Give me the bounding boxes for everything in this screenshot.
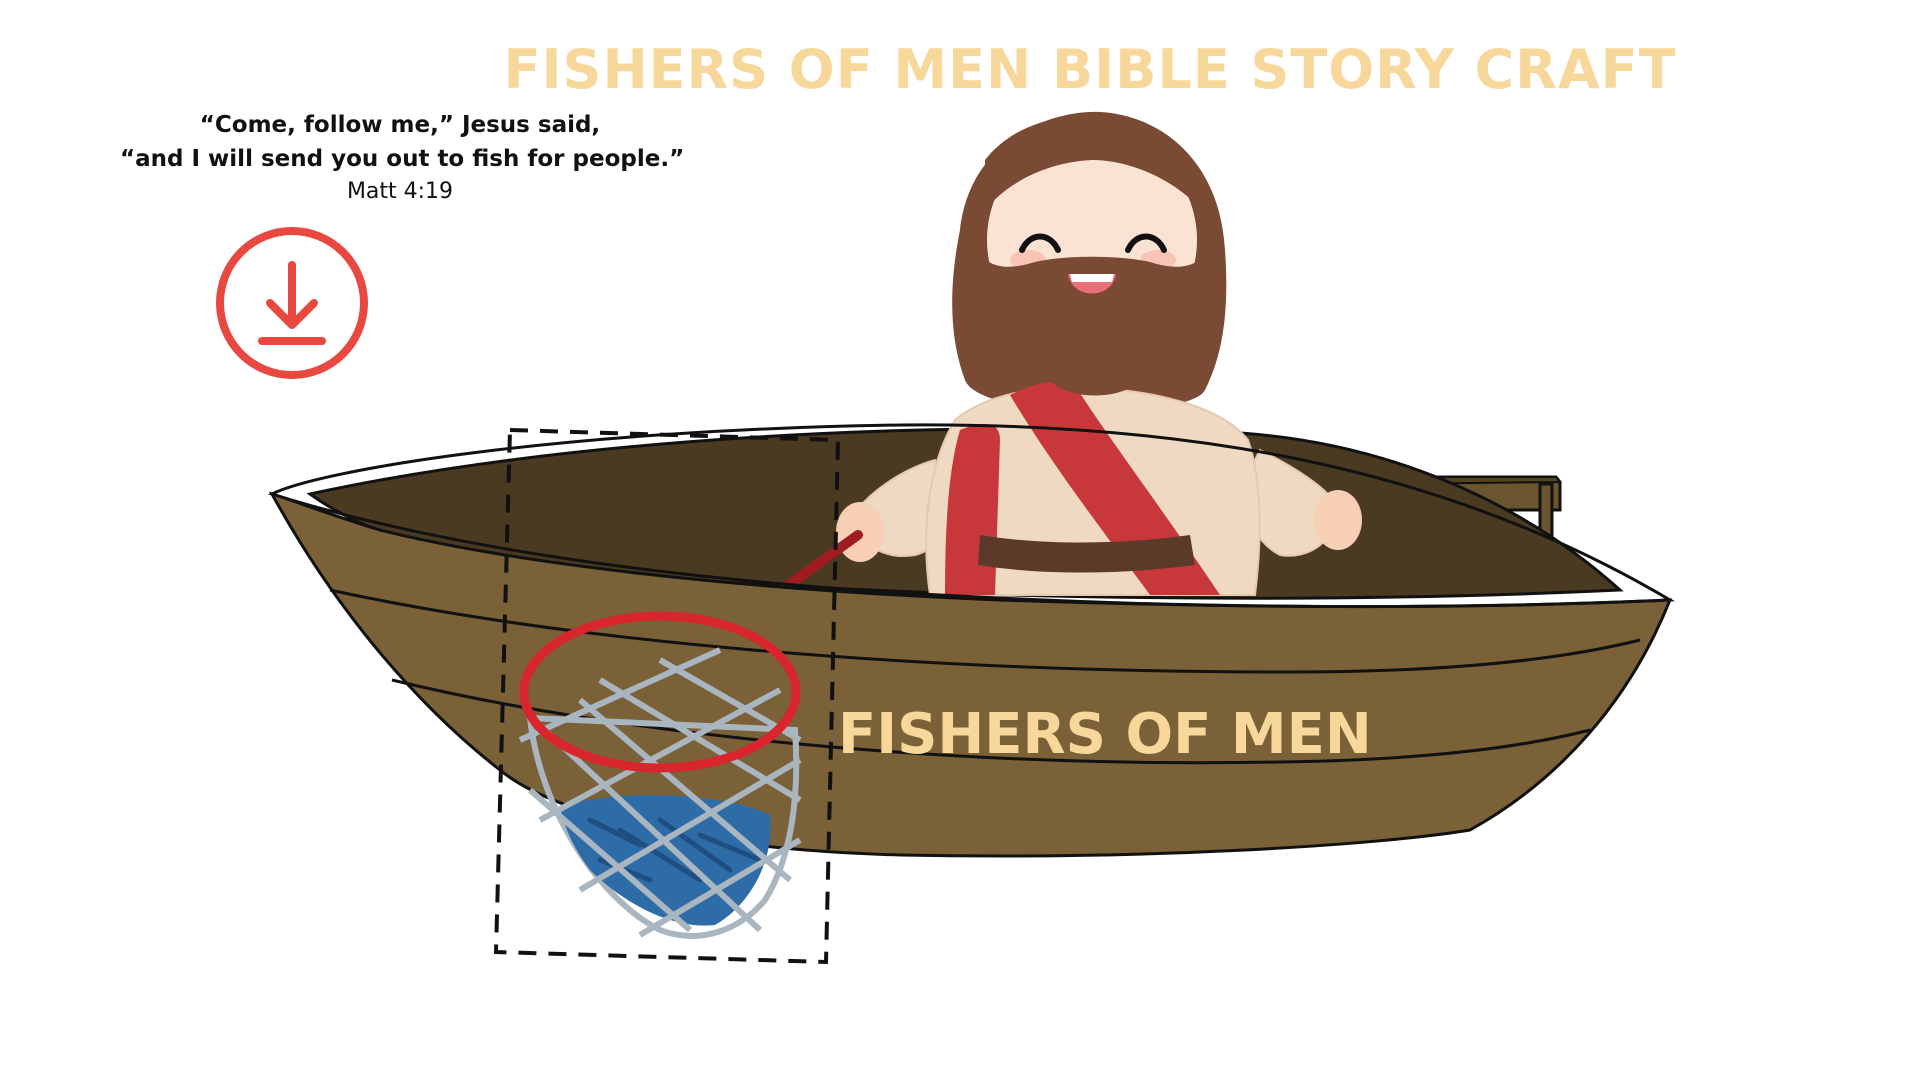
boat-hull — [268, 491, 1673, 858]
boat-interior — [306, 427, 1624, 600]
boat-plank-line — [329, 588, 1641, 674]
cut-line — [493, 427, 841, 965]
verse-line-2: “and I will send you out to fish for peo… — [120, 146, 685, 172]
verse-line-1: “Come, follow me,” Jesus said, — [199, 112, 601, 138]
verse-reference: Matt 4:19 — [346, 179, 454, 204]
oar — [1376, 475, 1563, 546]
jesus-figure — [836, 111, 1362, 596]
boat-label: FISHERS OF MEN — [838, 702, 1372, 767]
download-icon — [216, 227, 368, 379]
fishing-net — [518, 611, 802, 939]
download-button[interactable] — [214, 225, 370, 381]
net-handle — [735, 530, 863, 625]
page-title: FISHERS OF MEN BIBLE STORY CRAFT — [503, 38, 1677, 101]
boat-rim — [268, 423, 1676, 609]
scripture-quote: “Come, follow me,” Jesus said, “and I wi… — [120, 108, 685, 208]
